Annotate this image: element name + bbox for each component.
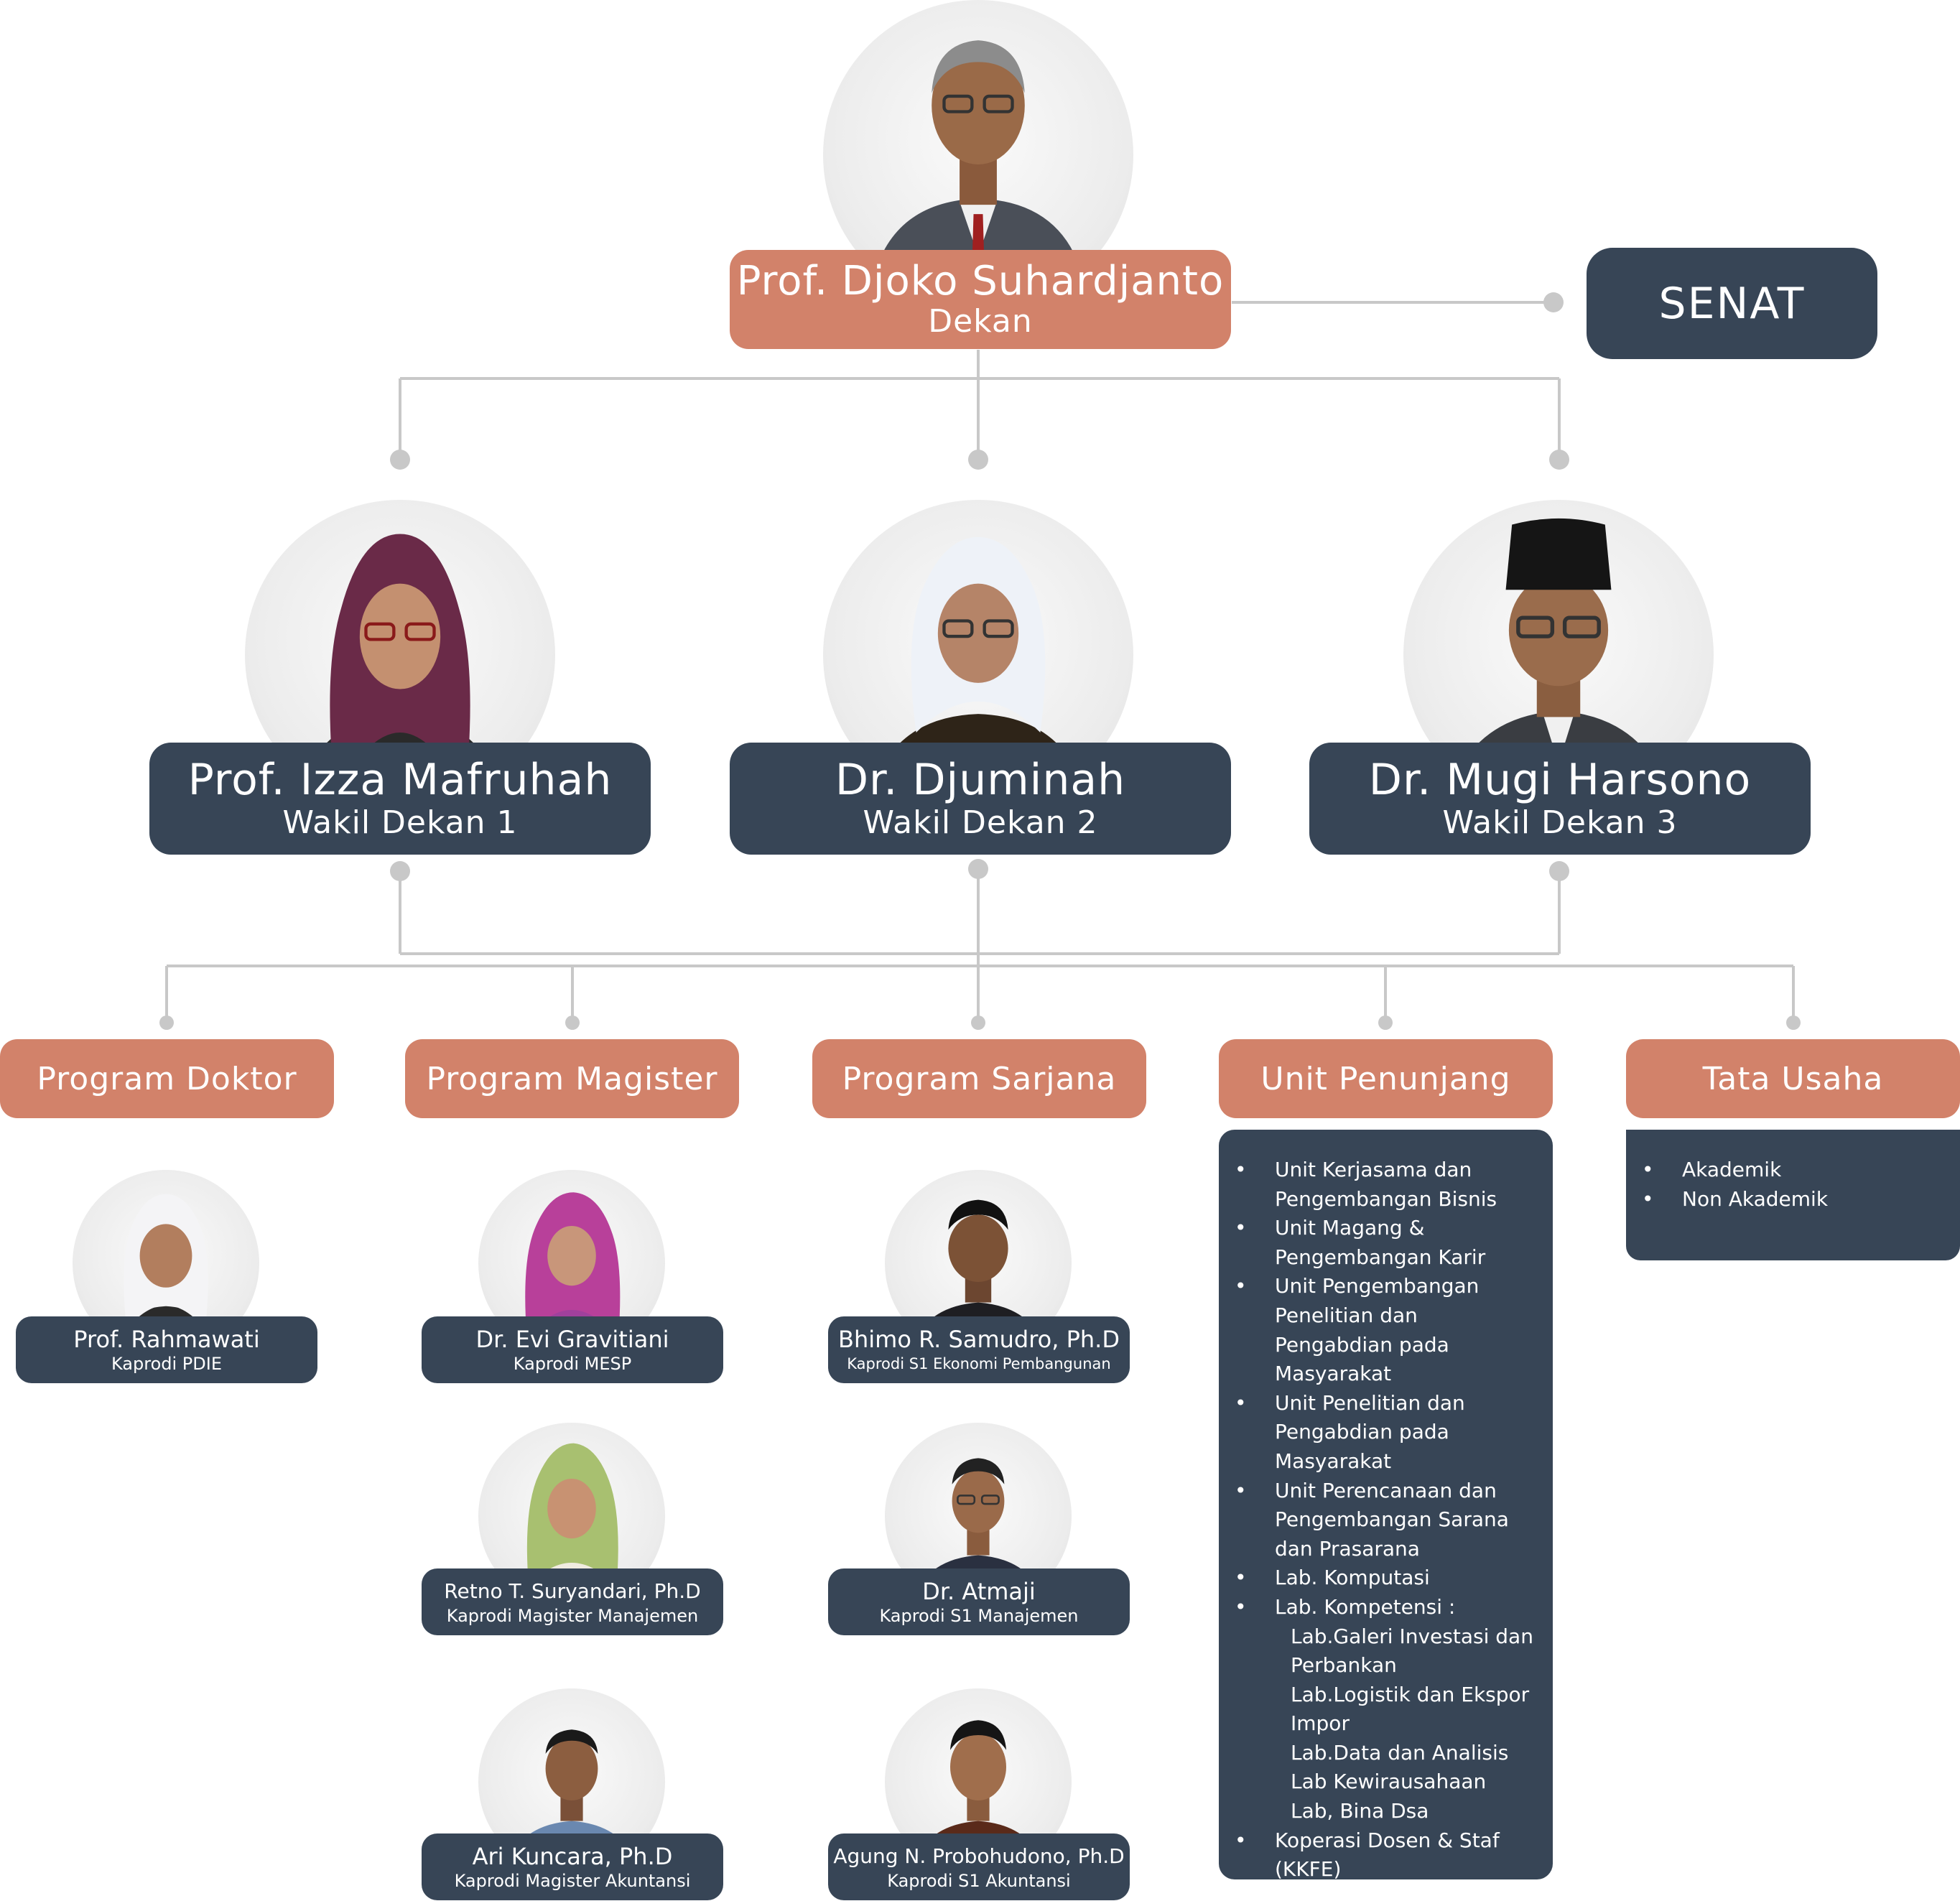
kaprodi-makt-name: Ari Kuncara, Ph.D (472, 1842, 673, 1870)
program-doktor-header: Program Doktor (0, 1039, 334, 1118)
kaprodi-s1m-role: Kaprodi S1 Manajemen (879, 1605, 1079, 1626)
sub-list-item: Lab, Bina Dsa (1291, 1799, 1429, 1823)
kaprodi-mm-name: Retno T. Suryandari, Ph.D (444, 1579, 701, 1603)
kaprodi-mesp-name: Dr. Evi Gravitiani (475, 1325, 669, 1353)
vice-dean-3-box: Dr. Mugi Harsono Wakil Dekan 3 (1309, 743, 1811, 855)
program-sarjana-label: Program Sarjana (842, 1060, 1117, 1097)
kaprodi-s1ep-name: Bhimo R. Samudro, Ph.D (838, 1325, 1120, 1353)
kaprodi-s1m-name: Dr. Atmaji (922, 1577, 1036, 1605)
list-item: Lab. Kompetensi : Lab.Galeri Investasi d… (1219, 1593, 1538, 1826)
kaprodi-s1ep-role: Kaprodi S1 Ekonomi Pembangunan (847, 1354, 1111, 1372)
kaprodi-s1a-name: Agung N. Probohudono, Ph.D (833, 1844, 1125, 1868)
program-magister-label: Program Magister (426, 1060, 718, 1097)
program-magister-header: Program Magister (405, 1039, 739, 1118)
list-item: Unit Kerjasama dan Pengembangan Bisnis (1219, 1156, 1538, 1214)
list-item: Unit Magang & Pengembangan Karir (1219, 1214, 1538, 1272)
list-item: Unit Perencanaan dan Pengembangan Sarana… (1219, 1477, 1538, 1564)
kaprodi-pdie-card: Prof. Rahmawati Kaprodi PDIE (16, 1316, 317, 1383)
vice-dean-3-name: Dr. Mugi Harsono (1368, 755, 1752, 805)
kaprodi-pdie-name: Prof. Rahmawati (73, 1325, 260, 1353)
unit-penunjang-header: Unit Penunjang (1219, 1039, 1553, 1118)
dean-role: Dekan (928, 303, 1033, 340)
vice-dean-1-box: Prof. Izza Mafruhah Wakil Dekan 1 (149, 743, 651, 855)
list-item: Unit Penelitian dan Pengabdian pada Masy… (1219, 1389, 1538, 1477)
kaprodi-mm-card: Retno T. Suryandari, Ph.D Kaprodi Magist… (422, 1568, 723, 1635)
tata-usaha-list: Akademik Non Akademik (1626, 1130, 1960, 1260)
kaprodi-makt-card: Ari Kuncara, Ph.D Kaprodi Magister Akunt… (422, 1833, 723, 1900)
tata-usaha-label: Tata Usaha (1702, 1060, 1884, 1097)
kaprodi-pdie-role: Kaprodi PDIE (111, 1353, 222, 1374)
vice-dean-1-role: Wakil Dekan 1 (282, 804, 518, 841)
list-item: Akademik (1626, 1156, 1946, 1185)
vice-dean-2-name: Dr. Djuminah (835, 755, 1126, 805)
senat-box: SENAT (1587, 248, 1877, 359)
kaprodi-s1ep-card: Bhimo R. Samudro, Ph.D Kaprodi S1 Ekonom… (828, 1316, 1130, 1383)
vice-dean-1-name: Prof. Izza Mafruhah (187, 755, 613, 805)
kaprodi-mm-role: Kaprodi Magister Manajemen (446, 1605, 699, 1626)
list-item: Non Akademik (1626, 1185, 1946, 1214)
sub-list-item: Lab Kewirausahaan (1291, 1770, 1487, 1794)
dean-name: Prof. Djoko Suhardjanto (736, 258, 1225, 305)
program-sarjana-header: Program Sarjana (812, 1039, 1146, 1118)
list-item: Unit Pengembangan Penelitian dan Pengabd… (1219, 1272, 1538, 1388)
vice-dean-2-box: Dr. Djuminah Wakil Dekan 2 (730, 743, 1231, 855)
dean-box: Prof. Djoko Suhardjanto Dekan (730, 250, 1231, 349)
kaprodi-makt-role: Kaprodi Magister Akuntansi (454, 1870, 691, 1891)
sub-list-item: Lab.Data dan Analisis (1291, 1740, 1509, 1765)
kaprodi-mesp-card: Dr. Evi Gravitiani Kaprodi MESP (422, 1316, 723, 1383)
unit-penunjang-list: Unit Kerjasama dan Pengembangan Bisnis U… (1219, 1130, 1553, 1881)
kaprodi-s1m-card: Dr. Atmaji Kaprodi S1 Manajemen (828, 1568, 1130, 1635)
kaprodi-s1a-role: Kaprodi S1 Akuntansi (887, 1870, 1071, 1891)
sub-list-item: Lab.Logistik dan Ekspor Impor (1291, 1682, 1530, 1736)
program-doktor-label: Program Doktor (37, 1060, 297, 1097)
vice-dean-2-role: Wakil Dekan 2 (863, 804, 1098, 841)
sub-list-item: Lab.Galeri Investasi dan Perbankan (1291, 1624, 1533, 1678)
vice-dean-3-role: Wakil Dekan 3 (1442, 804, 1678, 841)
unit-penunjang-label: Unit Penunjang (1260, 1060, 1511, 1097)
senat-label: SENAT (1658, 278, 1806, 329)
kaprodi-mesp-role: Kaprodi MESP (513, 1353, 632, 1374)
list-item: Lab. Komputasi (1219, 1563, 1538, 1593)
list-item: Koperasi Dosen & Staf (KKFE) (1219, 1826, 1538, 1884)
list-item-label: Lab. Kompetensi : (1275, 1594, 1456, 1619)
tata-usaha-header: Tata Usaha (1626, 1039, 1960, 1118)
kaprodi-s1a-card: Agung N. Probohudono, Ph.D Kaprodi S1 Ak… (828, 1833, 1130, 1900)
